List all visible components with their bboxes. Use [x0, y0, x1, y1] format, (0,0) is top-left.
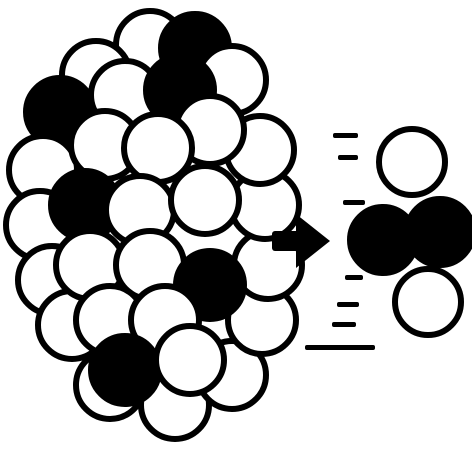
motion-line	[333, 133, 358, 138]
motion-line	[343, 200, 365, 205]
motion-line	[345, 275, 363, 280]
motion-line	[332, 322, 356, 327]
alpha-particle	[350, 129, 472, 335]
parent-nucleus	[6, 11, 302, 439]
motion-line	[305, 345, 375, 350]
neutron	[395, 269, 461, 335]
proton	[91, 336, 159, 404]
proton	[407, 199, 472, 265]
motion-line	[338, 155, 358, 160]
neutron	[171, 166, 239, 234]
neutron	[379, 129, 445, 195]
motion-line	[337, 302, 359, 307]
neutron	[156, 326, 224, 394]
